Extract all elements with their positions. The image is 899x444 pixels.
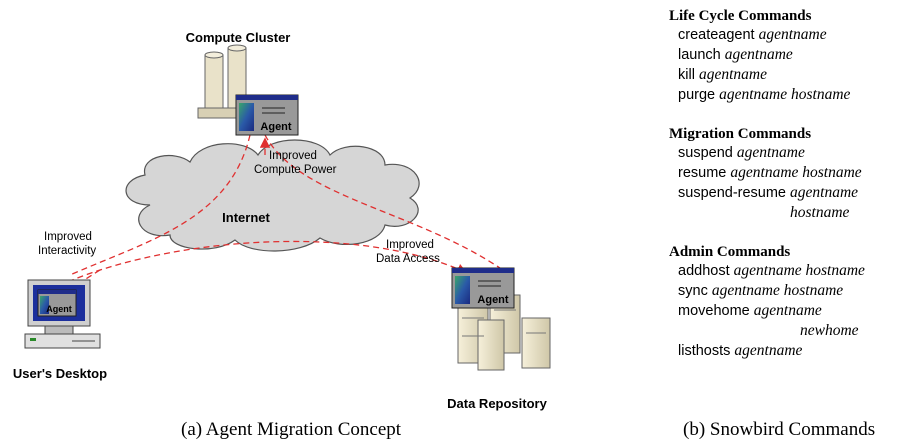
- command-line: launch agentname: [669, 45, 897, 65]
- group-title: Admin Commands: [669, 244, 791, 260]
- snowbird-commands-panel: Life Cycle Commands createagent agentnam…: [669, 7, 897, 381]
- command-name: listhosts: [678, 343, 731, 359]
- command-name: suspend-resume: [678, 185, 786, 201]
- command-name: resume: [678, 165, 727, 181]
- command-group-admin: Admin Commands addhost agentname hostnam…: [669, 243, 897, 361]
- command-line: purge agentname hostname: [669, 85, 897, 105]
- command-args: agentname: [758, 26, 827, 43]
- command-line: createagent agentname: [669, 25, 897, 45]
- agent-migration-diagram: Compute Cluster Internet User's Desktop …: [13, 30, 551, 411]
- group-title: Migration Commands: [669, 126, 812, 142]
- command-args: agentname hostname: [711, 282, 844, 299]
- group-title: Life Cycle Commands: [669, 8, 812, 24]
- annotation-compute-2: Compute Power: [254, 164, 337, 176]
- command-args: agentname hostname: [730, 164, 862, 181]
- command-line: movehome agentname newhome: [669, 301, 897, 341]
- command-line: resume agentname hostname: [669, 163, 897, 183]
- command-line: listhosts agentname: [669, 341, 897, 361]
- command-line: sync agentname hostname: [669, 281, 897, 301]
- agent-window-cluster: [235, 94, 299, 136]
- command-args: agentname: [790, 184, 859, 201]
- path-cluster-to-repository: [264, 134, 511, 276]
- command-line: suspend-resume agentname hostname: [669, 183, 897, 223]
- compute-cluster-machine: [197, 44, 254, 119]
- command-name: launch: [678, 47, 721, 63]
- caption-left: (a) Agent Migration Concept: [181, 419, 402, 440]
- command-name: createagent: [678, 27, 755, 43]
- command-args: agentname: [698, 66, 767, 83]
- command-line: addhost agentname hostname: [669, 261, 897, 281]
- command-group-migration: Migration Commands suspend agentname res…: [669, 125, 897, 223]
- command-args: agentname: [736, 144, 805, 161]
- command-args: agentname: [734, 342, 803, 359]
- agent-label-cluster: Agent: [260, 121, 292, 133]
- command-args: agentname: [724, 46, 793, 63]
- command-group-lifecycle: Life Cycle Commands createagent agentnam…: [669, 7, 897, 105]
- command-name: suspend: [678, 145, 733, 161]
- annotation-data-2: Data Access: [376, 253, 440, 265]
- annotation-interactivity-1: Improved: [44, 231, 92, 243]
- agent-window-repository: [451, 267, 515, 309]
- command-args-continued: newhome: [800, 322, 859, 339]
- internet-label: Internet: [222, 210, 270, 225]
- agent-window-desktop: [37, 289, 77, 317]
- compute-cluster-label: Compute Cluster: [186, 30, 291, 45]
- agent-label-desktop: Agent: [46, 304, 72, 314]
- path-cluster-to-desktop: [69, 134, 251, 276]
- users-desktop-label: User's Desktop: [13, 366, 107, 381]
- annotation-data-1: Improved: [386, 239, 434, 251]
- command-name: addhost: [678, 263, 730, 279]
- command-args-continued: hostname: [790, 204, 850, 221]
- data-repository-label: Data Repository: [447, 396, 547, 411]
- command-line: suspend agentname: [669, 143, 897, 163]
- command-name: movehome: [678, 303, 750, 319]
- annotation-compute-1: Improved: [269, 150, 317, 162]
- command-name: kill: [678, 67, 695, 83]
- caption-right: (b) Snowbird Commands: [683, 419, 876, 440]
- command-line: kill agentname: [669, 65, 897, 85]
- data-repository-servers: [457, 294, 551, 371]
- path-desktop-to-repository: [49, 240, 468, 291]
- command-args: agentname hostname: [733, 262, 865, 279]
- command-name: sync: [678, 283, 708, 299]
- annotation-interactivity-2: Interactivity: [38, 245, 96, 257]
- command-args: agentname hostname: [719, 86, 851, 103]
- agent-label-repository: Agent: [477, 294, 509, 306]
- command-args: agentname: [753, 302, 822, 319]
- command-name: purge: [678, 87, 716, 103]
